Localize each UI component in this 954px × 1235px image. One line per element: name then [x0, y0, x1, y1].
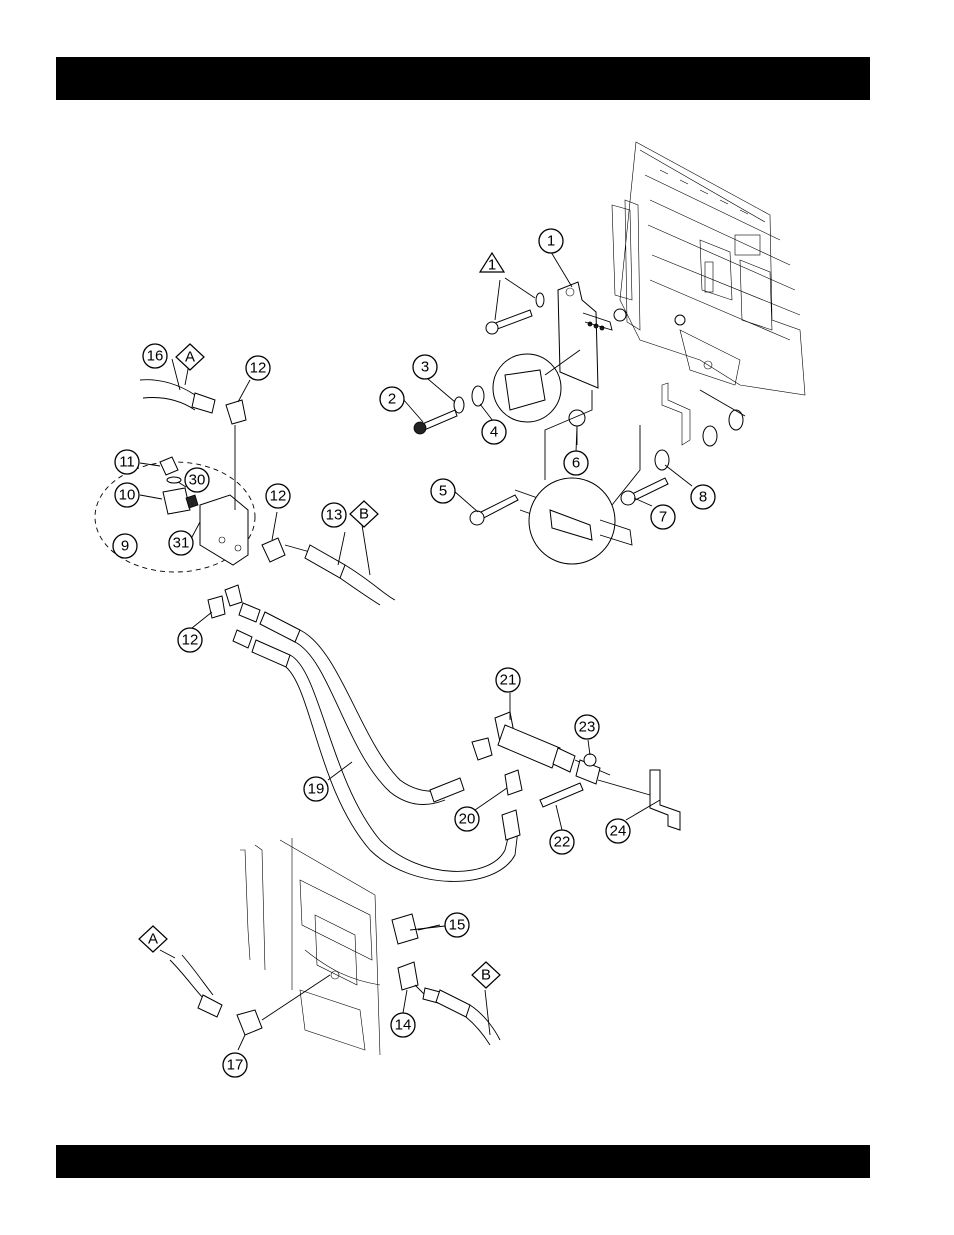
- svg-text:17: 17: [227, 1057, 244, 1074]
- svg-text:11: 11: [119, 454, 135, 471]
- callout-6: 6: [564, 451, 588, 475]
- callout-31: 31: [169, 531, 193, 555]
- manifold-group: [95, 400, 285, 618]
- callout-14: 14: [391, 1013, 415, 1037]
- callout-21: 21: [496, 668, 520, 692]
- svg-text:B: B: [481, 967, 491, 984]
- callout-23: 23: [575, 715, 599, 739]
- svg-text:A: A: [148, 931, 158, 948]
- hose-16: [140, 380, 215, 413]
- note-triangle: 1: [480, 253, 504, 274]
- svg-text:12: 12: [270, 488, 287, 505]
- callout-10: 10: [115, 483, 139, 507]
- callout-17: 17: [223, 1053, 247, 1077]
- svg-text:12: 12: [182, 632, 199, 649]
- ref-tag-b-top: B: [350, 501, 378, 527]
- svg-text:4: 4: [490, 424, 498, 441]
- svg-text:13: 13: [326, 507, 343, 524]
- svg-text:6: 6: [572, 455, 580, 472]
- ref-tag-a-bottom: A: [139, 926, 167, 952]
- svg-text:14: 14: [395, 1017, 412, 1034]
- svg-text:1: 1: [547, 233, 555, 250]
- svg-text:8: 8: [699, 489, 707, 506]
- svg-text:7: 7: [659, 509, 667, 526]
- svg-text:10: 10: [119, 487, 136, 504]
- callout-4: 4: [482, 420, 506, 444]
- callout-15: 15: [445, 913, 469, 937]
- svg-text:12: 12: [250, 360, 267, 377]
- hose-bottom-b: [423, 988, 500, 1045]
- callout-9: 9: [113, 534, 137, 558]
- bolt-and-detail: [470, 425, 640, 564]
- svg-text:1: 1: [488, 257, 496, 274]
- callout-2: 2: [380, 387, 404, 411]
- svg-text:15: 15: [449, 917, 466, 934]
- svg-text:20: 20: [459, 811, 476, 828]
- callout-30: 30: [185, 468, 209, 492]
- svg-text:5: 5: [439, 483, 447, 500]
- bracket-part: [558, 282, 685, 388]
- bolt-assembly-top: [486, 278, 544, 334]
- callout-1: 1: [539, 229, 563, 253]
- svg-text:9: 9: [121, 538, 129, 555]
- callout-19: 19: [304, 777, 328, 801]
- callout-11: 11: [115, 450, 139, 474]
- callout-24: 24: [606, 819, 630, 843]
- svg-text:3: 3: [421, 359, 429, 376]
- hose-bottom-a: [170, 955, 330, 1035]
- svg-text:24: 24: [610, 823, 627, 840]
- svg-text:21: 21: [500, 672, 517, 689]
- svg-text:30: 30: [189, 472, 206, 489]
- svg-text:23: 23: [579, 719, 596, 736]
- callout-12-bottom: 12: [178, 628, 202, 652]
- callout-3: 3: [413, 355, 437, 379]
- control-panel-drawing: [612, 142, 805, 395]
- svg-text:19: 19: [308, 781, 325, 798]
- ref-tag-a-top: A: [176, 344, 204, 370]
- callout-12-middle: 12: [266, 484, 290, 508]
- callout-20: 20: [455, 807, 479, 831]
- callout-12-top: 12: [246, 356, 270, 380]
- ref-tag-b-bottom: B: [472, 962, 500, 988]
- svg-text:2: 2: [388, 391, 396, 408]
- svg-text:A: A: [185, 349, 195, 366]
- svg-text:16: 16: [147, 348, 164, 365]
- callout-5: 5: [431, 479, 455, 503]
- svg-text:31: 31: [173, 535, 190, 552]
- callout-8: 8: [691, 485, 715, 509]
- svg-text:22: 22: [554, 834, 571, 851]
- callout-16: 16: [143, 344, 167, 368]
- callout-7: 7: [651, 505, 675, 529]
- svg-text:B: B: [359, 506, 369, 523]
- callout-13: 13: [322, 503, 346, 527]
- callout-22: 22: [550, 830, 574, 854]
